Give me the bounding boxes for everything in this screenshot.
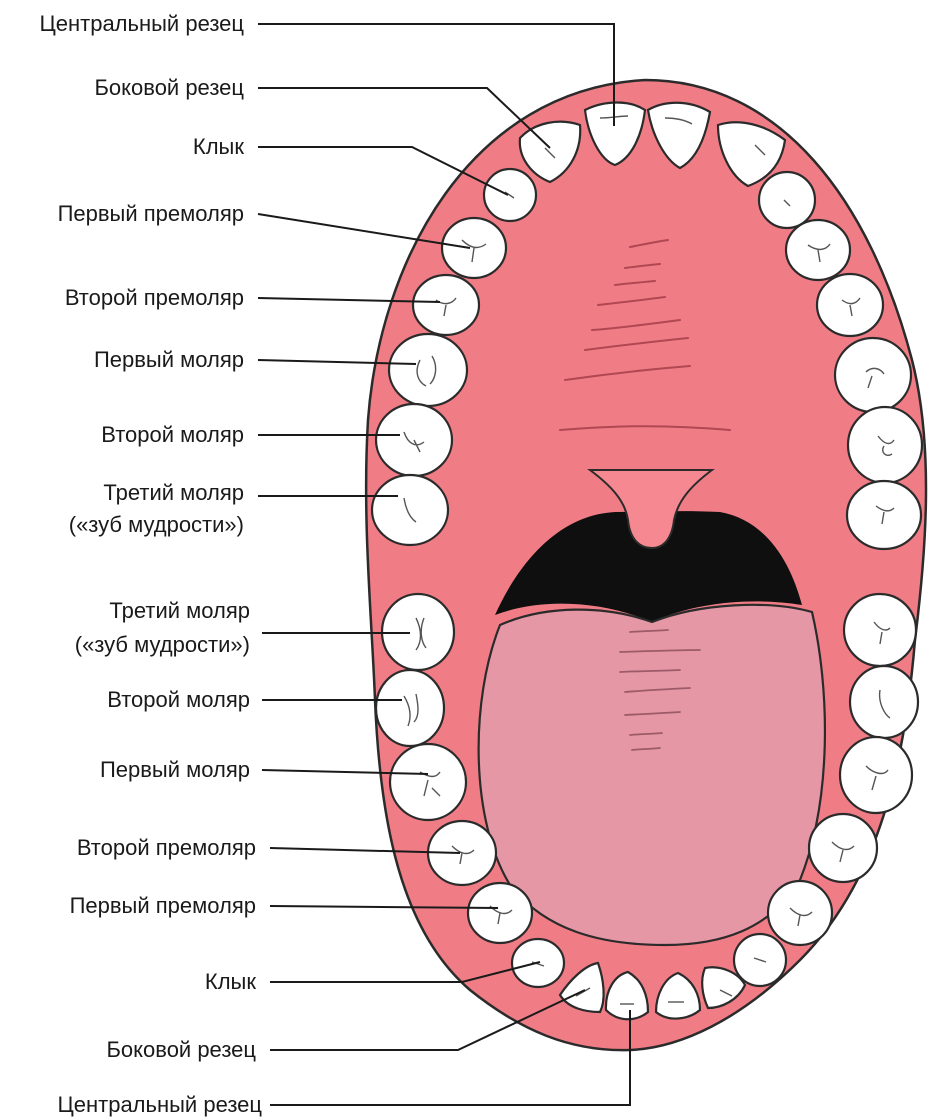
labels-upper: Центральный резец Боковой резец Клык Пер…	[39, 11, 244, 537]
label-upper-lateral-incisor: Боковой резец	[94, 75, 244, 100]
upper-second-molar-right	[848, 407, 922, 483]
lower-second-molar-right	[850, 666, 918, 738]
label-upper-second-premolar: Второй премоляр	[65, 285, 244, 310]
upper-first-molar-left	[389, 334, 467, 406]
upper-canine-right	[759, 172, 815, 228]
label-upper-central-incisor: Центральный резец	[39, 11, 244, 36]
label-lower-second-premolar: Второй премоляр	[77, 835, 256, 860]
label-upper-first-premolar: Первый премоляр	[58, 201, 244, 226]
label-lower-central-incisor: Центральный резец	[57, 1092, 262, 1117]
label-lower-canine: Клык	[205, 969, 256, 994]
lower-third-molar-right	[844, 594, 916, 666]
labels-lower: Третий моляр («зуб мудрости») Второй мол…	[57, 598, 262, 1117]
label-upper-wisdom-tooth: («зуб мудрости»)	[69, 512, 244, 537]
lower-first-molar-right	[840, 737, 912, 813]
label-upper-canine: Клык	[193, 134, 244, 159]
label-upper-second-molar: Второй моляр	[101, 422, 244, 447]
label-lower-first-molar: Первый моляр	[100, 757, 250, 782]
label-upper-first-molar: Первый моляр	[94, 347, 244, 372]
label-lower-third-molar: Третий моляр	[109, 598, 250, 623]
label-lower-second-molar: Второй моляр	[107, 687, 250, 712]
lower-first-premolar-right	[768, 881, 832, 945]
lower-second-premolar-right	[809, 814, 877, 882]
label-lower-first-premolar: Первый премоляр	[70, 893, 256, 918]
label-lower-lateral-incisor: Боковой резец	[106, 1037, 256, 1062]
upper-first-molar-right	[835, 338, 911, 412]
lower-second-molar-left	[376, 670, 444, 746]
upper-third-molar-left	[372, 475, 448, 545]
label-lower-wisdom-tooth: («зуб мудрости»)	[75, 632, 250, 657]
label-upper-third-molar: Третий моляр	[103, 480, 244, 505]
